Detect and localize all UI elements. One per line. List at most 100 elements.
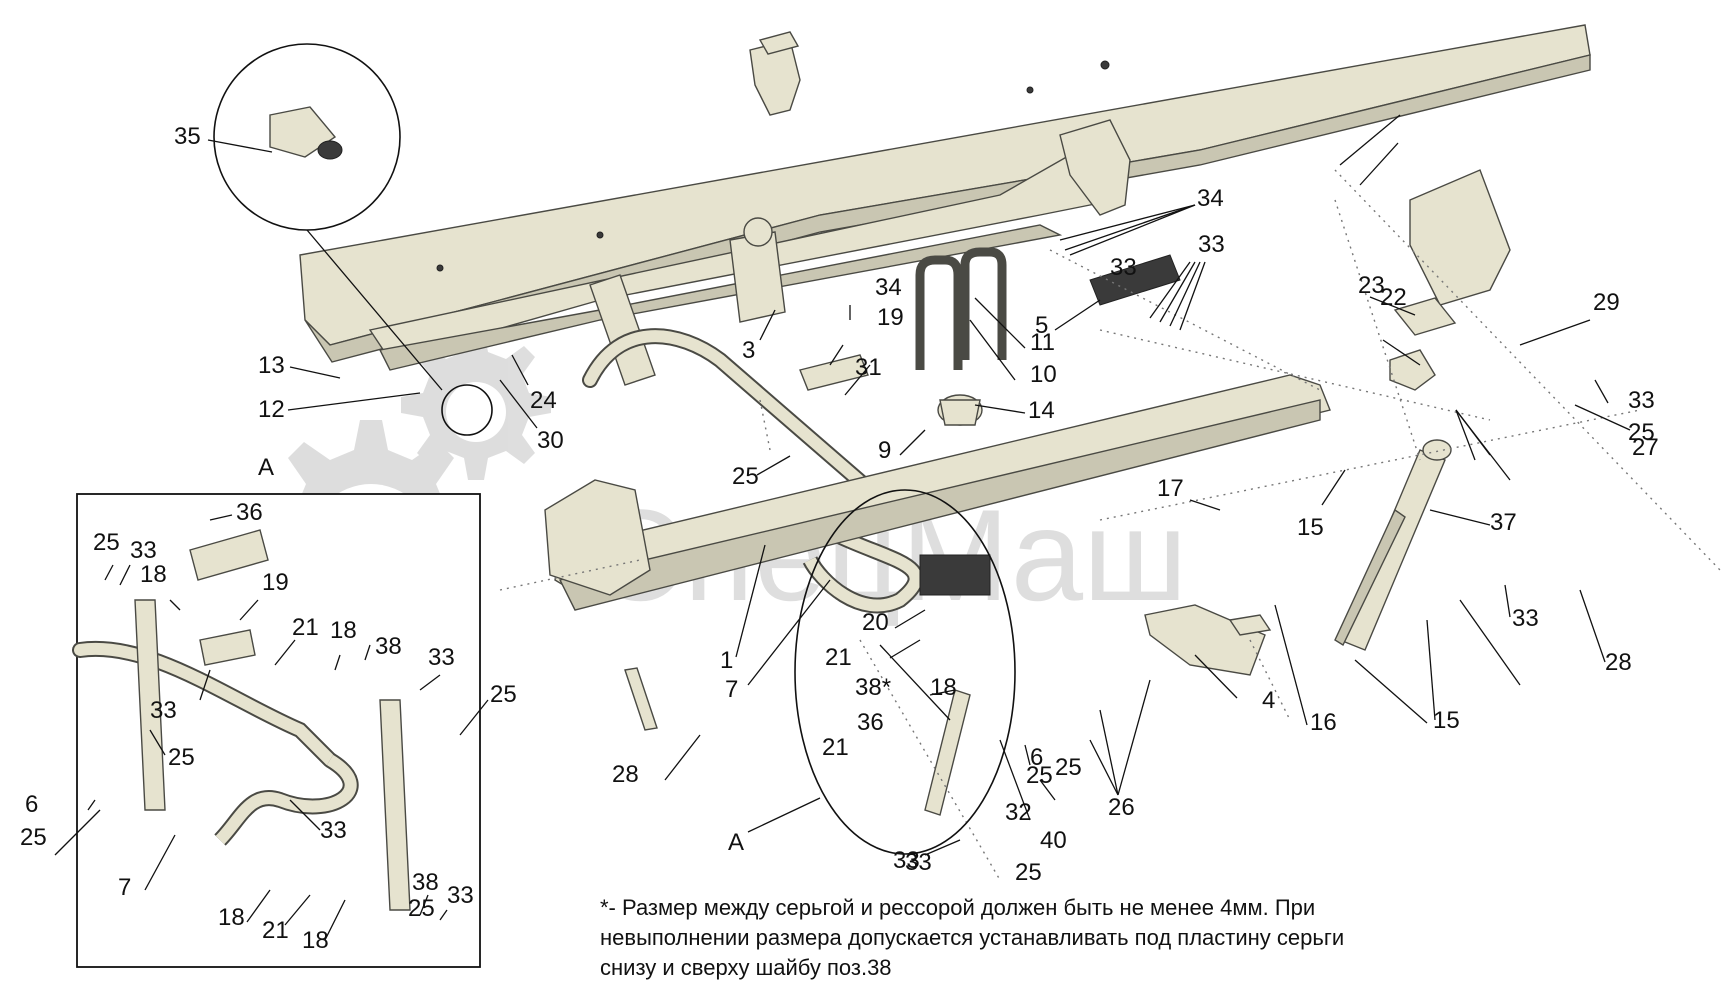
part-label: 40	[1040, 827, 1067, 854]
inset-part-label: 25	[168, 744, 195, 771]
part-label: 15	[1433, 707, 1460, 734]
part-label: 18	[930, 674, 957, 701]
part-label: 25	[732, 463, 759, 490]
inset-part-label: 33	[320, 817, 347, 844]
leader-a	[747, 797, 821, 833]
pin-29	[624, 667, 658, 731]
part-label: 25	[1055, 754, 1082, 781]
lower-leaf-spring	[544, 374, 1331, 611]
part-label: 10	[1030, 361, 1057, 388]
part-label: 17	[1157, 475, 1184, 502]
rear-bracket	[1144, 604, 1272, 676]
part-label: A	[728, 829, 744, 856]
part-label: 34	[1197, 185, 1224, 212]
inset-part-label: 36	[236, 499, 263, 526]
part-label: 15	[1297, 514, 1324, 541]
inset-part-label: 21	[292, 614, 319, 641]
part-label: 33	[1110, 254, 1137, 281]
part-label: 25	[1628, 419, 1655, 446]
inset-part-label: 19	[262, 569, 289, 596]
inset-part-label: 25	[20, 824, 47, 851]
footnote-line-1: *- Размер между серьгой и рессорой долже…	[600, 895, 1316, 920]
pad-23	[1393, 297, 1457, 336]
part-label: 33	[905, 849, 932, 876]
part-label: 36	[857, 709, 884, 736]
part-label: 23	[1358, 272, 1385, 299]
part-label: 34	[875, 274, 902, 301]
part-label: 19	[877, 304, 904, 331]
inset-part-label: 33	[130, 537, 157, 564]
part-label: 9	[878, 437, 891, 464]
part-label: 30	[537, 427, 564, 454]
part-label: 25	[1015, 859, 1042, 886]
plate-5	[1089, 254, 1181, 306]
spring-bracket	[749, 31, 801, 116]
part-label: 16	[1310, 709, 1337, 736]
inset-part-label: 33	[447, 882, 474, 909]
part-label: 33	[1512, 605, 1539, 632]
part-label: 14	[1028, 397, 1055, 424]
u-bolts	[915, 247, 1007, 426]
assembly-lines	[499, 169, 1721, 881]
inset-part-label: 18	[302, 927, 329, 954]
u-bolt-bracket	[589, 217, 786, 386]
inset-leader-lines	[54, 514, 489, 941]
inset-a: A	[72, 454, 481, 968]
part-label: 38*	[855, 674, 891, 701]
inset-part-label: 38	[375, 633, 402, 660]
part-label: 4	[1262, 687, 1275, 714]
part-label: 28	[612, 761, 639, 788]
footnote: *- Размер между серьгой и рессорой долже…	[600, 893, 1460, 983]
inset-part-label: 18	[330, 617, 357, 644]
bumper-block	[919, 554, 991, 596]
footnote-line-3: снизу и сверху шайбу поз.38	[600, 955, 892, 980]
part-label: 20	[862, 609, 889, 636]
inset-part-label: 21	[262, 917, 289, 944]
inset-part-label: 33	[428, 644, 455, 671]
inset-part-label: 6	[25, 791, 38, 818]
inset-part-label: 18	[140, 561, 167, 588]
pad-22	[1389, 349, 1436, 391]
footnote-line-2: невыполнении размера допускается устанав…	[600, 925, 1345, 950]
part-label: 29	[1593, 289, 1620, 316]
part-label: 37	[1490, 509, 1517, 536]
detail-a-ellipse	[794, 489, 1016, 855]
part-label: 27	[1632, 434, 1659, 461]
part-label: 21	[825, 644, 852, 671]
upper-shock-bracket	[1409, 169, 1511, 306]
part-label: 6	[1030, 744, 1043, 771]
part-label: 7	[725, 676, 738, 703]
inset-part-label: 33	[150, 697, 177, 724]
part-label: 13	[258, 352, 285, 379]
inset-part-label: 25	[93, 529, 120, 556]
part-label: 11	[1030, 329, 1055, 356]
inset-part-label: 18	[218, 904, 245, 931]
label-35: 35	[174, 123, 201, 150]
part-label: 21	[822, 734, 849, 761]
stabilizer-bar	[582, 328, 924, 614]
part-labels: 1345791011121314151516171920212122232425…	[258, 185, 1659, 886]
part-label: 3	[742, 337, 755, 364]
inset-part-label: 25	[490, 681, 517, 708]
detail-callout: 35	[174, 43, 493, 436]
shackle-6	[924, 689, 971, 816]
part-label: 33	[1628, 387, 1655, 414]
inset-part-label: 25	[408, 895, 435, 922]
part-label: 25	[1026, 762, 1053, 789]
part-label: 5	[1035, 312, 1048, 339]
part-label: 33	[893, 847, 920, 874]
plate-19	[799, 354, 869, 391]
part-label: 12	[258, 396, 285, 423]
inset-part-label: 7	[118, 874, 131, 901]
part-label: 28	[1605, 649, 1632, 676]
part-label: 33	[1198, 231, 1225, 258]
part-label: 24	[530, 387, 557, 414]
leader-lines	[287, 114, 1631, 856]
part-label: 26	[1108, 794, 1135, 821]
shock-absorber	[1334, 439, 1452, 651]
inset-title: A	[258, 454, 274, 481]
inset-part-label: 38	[412, 869, 439, 896]
